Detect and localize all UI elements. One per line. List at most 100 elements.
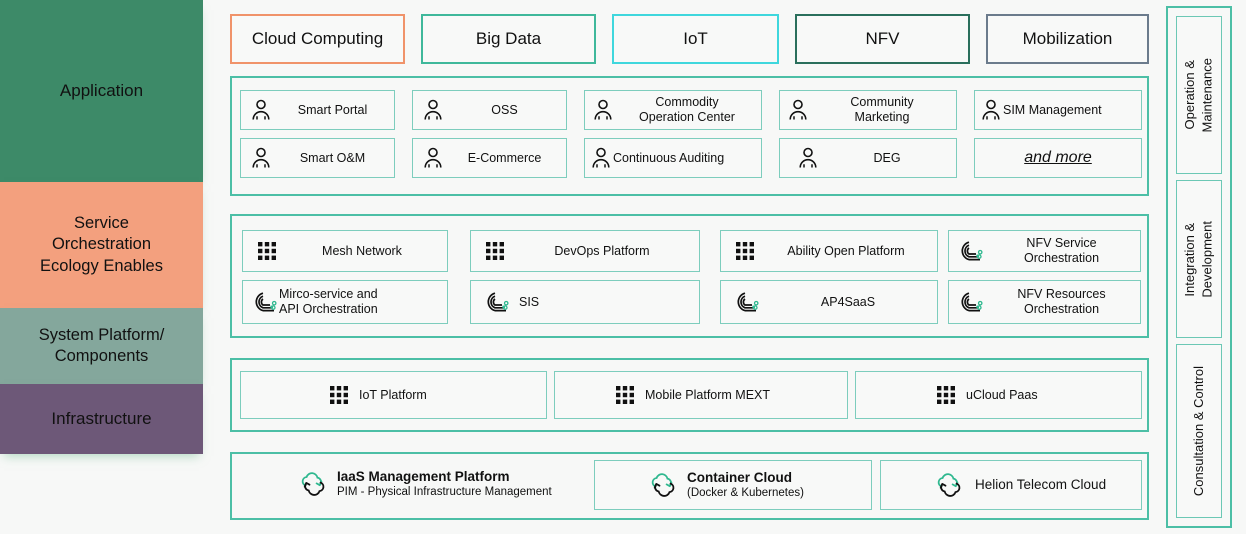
app-cell-label: SIM Management bbox=[1003, 102, 1102, 117]
rail-item-integration-development[interactable]: Integration & Development bbox=[1176, 180, 1222, 338]
svc-cell-micro-service-api-orchestration[interactable]: Mirco-service and API Orchestration bbox=[242, 280, 448, 324]
person-icon bbox=[593, 99, 613, 121]
svc-cell-label: NFV Service Orchestration bbox=[1023, 236, 1100, 265]
infra-cell-subtitle: (Docker & Kubernetes) bbox=[687, 486, 804, 499]
tag-mobilization[interactable]: Mobilization bbox=[986, 14, 1149, 64]
person-icon bbox=[788, 99, 808, 121]
rail-item-label: Integration & Development bbox=[1182, 220, 1215, 298]
svc-cell-ability-open-platform[interactable]: Ability Open Platform bbox=[720, 230, 938, 272]
svc-cell-label: SIS bbox=[519, 294, 540, 309]
grid-dots-icon bbox=[485, 241, 505, 261]
app-cell-label: DEG bbox=[873, 150, 901, 165]
tag-label: NFV bbox=[865, 29, 900, 48]
app-cell-smart-portal[interactable]: Smart Portal bbox=[240, 90, 395, 130]
system-platform-panel: IoT Platform Mobile Platform MEXT uCloud… bbox=[230, 358, 1149, 432]
tag-iot[interactable]: IoT bbox=[612, 14, 779, 64]
tag-nfv[interactable]: NFV bbox=[795, 14, 970, 64]
orchestration-icon bbox=[735, 291, 759, 313]
person-icon bbox=[251, 99, 271, 121]
svc-cell-label: DevOps Platform bbox=[554, 243, 650, 258]
tag-cloud-computing[interactable]: Cloud Computing bbox=[230, 14, 405, 64]
grid-dots-icon bbox=[257, 241, 277, 261]
application-panel: Smart Portal OSS Commodity Operation Cen… bbox=[230, 76, 1149, 196]
app-cell-continuous-auditing[interactable]: Continuous Auditing bbox=[584, 138, 762, 178]
orchestration-icon bbox=[959, 240, 983, 262]
app-cell-label: E-Commerce bbox=[467, 150, 542, 165]
app-cell-label: Smart O&M bbox=[299, 150, 366, 165]
app-cell-smart-om[interactable]: Smart O&M bbox=[240, 138, 395, 178]
app-cell-label: and more bbox=[1024, 148, 1092, 166]
app-cell-e-commerce[interactable]: E-Commerce bbox=[412, 138, 567, 178]
tag-label: Mobilization bbox=[1022, 29, 1113, 48]
app-cell-label: Community Marketing bbox=[850, 95, 914, 124]
person-icon bbox=[981, 99, 1001, 121]
rail-item-consultation-control[interactable]: Consultation & Control bbox=[1176, 344, 1222, 518]
svc-cell-devops-platform[interactable]: DevOps Platform bbox=[470, 230, 700, 272]
orchestration-icon bbox=[485, 291, 509, 313]
svc-cell-ap4saas[interactable]: AP4SaaS bbox=[720, 280, 938, 324]
app-cell-commodity-operation-center[interactable]: Commodity Operation Center bbox=[584, 90, 762, 130]
sys-cell-label: Mobile Platform MEXT bbox=[645, 387, 771, 402]
layer-label-service-orchestration: Service Orchestration Ecology Enables bbox=[0, 182, 203, 308]
app-cell-community-marketing[interactable]: Community Marketing bbox=[779, 90, 957, 130]
grid-dots-icon bbox=[329, 385, 349, 405]
app-cell-sim-management[interactable]: SIM Management bbox=[974, 90, 1142, 130]
layer-label-text: System Platform/ Components bbox=[38, 325, 165, 365]
cloud-sync-icon bbox=[935, 473, 963, 497]
person-icon bbox=[423, 147, 443, 169]
infra-cell-subtitle: PIM - Physical Infrastructure Management bbox=[337, 485, 552, 498]
sys-cell-ucloud-paas[interactable]: uCloud Paas bbox=[855, 371, 1142, 419]
tag-big-data[interactable]: Big Data bbox=[421, 14, 596, 64]
infra-cell-helion-telecom-cloud[interactable]: Helion Telecom Cloud bbox=[880, 460, 1142, 510]
tag-label: Cloud Computing bbox=[251, 29, 384, 48]
svc-cell-label: Ability Open Platform bbox=[787, 243, 905, 258]
infra-cell-container-cloud[interactable]: Container Cloud (Docker & Kubernetes) bbox=[594, 460, 872, 510]
rail-item-label: Consultation & Control bbox=[1191, 365, 1207, 497]
grid-dots-icon bbox=[615, 385, 635, 405]
infra-cell-text: Container Cloud (Docker & Kubernetes) bbox=[687, 470, 804, 500]
layer-label-infrastructure: Infrastructure bbox=[0, 384, 203, 454]
sys-cell-label: uCloud Paas bbox=[966, 387, 1038, 402]
infra-cell-title: Helion Telecom Cloud bbox=[975, 477, 1107, 493]
rail-item-operation-maintenance[interactable]: Operation & Maintenance bbox=[1176, 16, 1222, 174]
tag-label: Big Data bbox=[475, 29, 542, 48]
svc-cell-label: Mirco-service and API Orchestration bbox=[279, 287, 378, 316]
right-rail-panel: Operation & Maintenance Integration & De… bbox=[1166, 6, 1232, 528]
layer-label-application: Application bbox=[0, 0, 203, 182]
app-cell-label: Smart Portal bbox=[297, 102, 368, 117]
app-cell-deg[interactable]: DEG bbox=[779, 138, 957, 178]
svc-cell-label: Mesh Network bbox=[322, 243, 402, 258]
person-icon bbox=[798, 147, 818, 169]
app-cell-and-more[interactable]: and more bbox=[974, 138, 1142, 178]
orchestration-icon bbox=[253, 291, 277, 313]
svc-cell-nfv-resources-orchestration[interactable]: NFV Resources Orchestration bbox=[948, 280, 1141, 324]
app-cell-oss[interactable]: OSS bbox=[412, 90, 567, 130]
app-cell-label: Commodity Operation Center bbox=[639, 95, 735, 124]
sys-cell-iot-platform[interactable]: IoT Platform bbox=[240, 371, 547, 419]
cloud-sync-icon bbox=[299, 472, 327, 496]
cloud-sync-icon bbox=[649, 473, 677, 497]
svc-cell-mesh-network[interactable]: Mesh Network bbox=[242, 230, 448, 272]
infra-cell-title: IaaS Management Platform bbox=[337, 468, 510, 484]
sys-cell-mobile-platform-mext[interactable]: Mobile Platform MEXT bbox=[554, 371, 848, 419]
sys-cell-label: IoT Platform bbox=[359, 387, 427, 402]
infrastructure-panel: IaaS Management Platform PIM - Physical … bbox=[230, 452, 1149, 520]
person-icon bbox=[251, 147, 271, 169]
layer-label-text: Infrastructure bbox=[51, 409, 152, 429]
person-icon bbox=[423, 99, 443, 121]
svc-cell-sis[interactable]: SIS bbox=[470, 280, 700, 324]
svc-cell-label: NFV Resources Orchestration bbox=[1017, 287, 1106, 316]
person-icon bbox=[591, 147, 611, 169]
grid-dots-icon bbox=[936, 385, 956, 405]
tag-label: IoT bbox=[683, 29, 708, 48]
infra-cell-title: Container Cloud bbox=[687, 469, 792, 485]
svc-cell-nfv-service-orchestration[interactable]: NFV Service Orchestration bbox=[948, 230, 1141, 272]
orchestration-icon bbox=[959, 291, 983, 313]
infra-cell-text: IaaS Management Platform PIM - Physical … bbox=[337, 469, 552, 499]
rail-item-label: Operation & Maintenance bbox=[1182, 57, 1215, 133]
layer-label-system-platform: System Platform/ Components bbox=[0, 308, 203, 384]
infra-cell-iaas-management-platform[interactable]: IaaS Management Platform PIM - Physical … bbox=[240, 453, 590, 515]
service-orchestration-panel: Mesh Network DevOps Platform Ability Ope… bbox=[230, 214, 1149, 338]
app-cell-label: Continuous Auditing bbox=[613, 150, 725, 165]
